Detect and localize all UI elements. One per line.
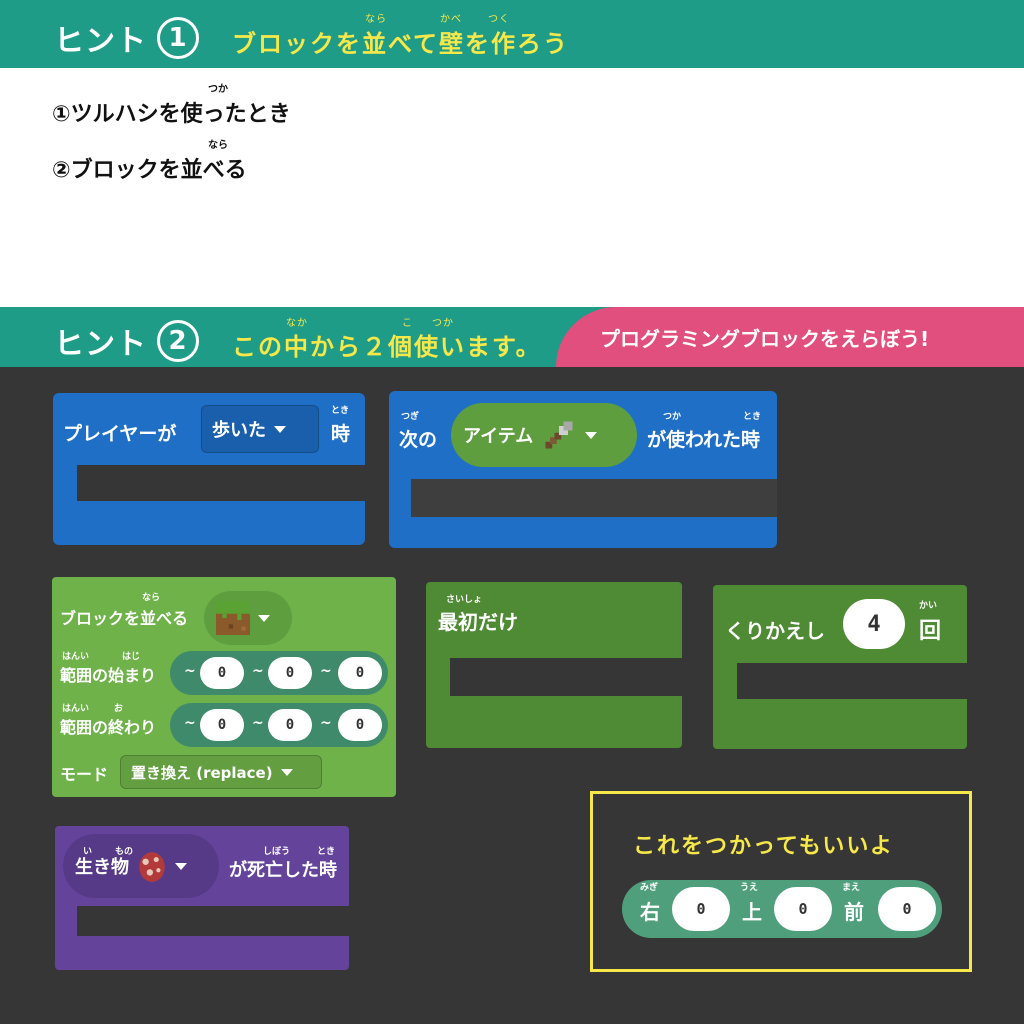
item-used-event-block[interactable]: つぎ 次の アイテム つか とき が使われた時 [389, 391, 777, 548]
shovel-icon [545, 421, 573, 449]
item-block-slot [411, 479, 777, 517]
move-right-input[interactable]: 0 [672, 887, 730, 931]
repeat-block[interactable]: くりかえし 4 かい 回 [713, 585, 967, 749]
range-end-label: 範囲の終わり [60, 718, 157, 737]
repeat-suffix: 回 [919, 619, 942, 644]
range-end-ruby-a: はんい [62, 704, 90, 714]
hint2-label: ヒント 2 [54, 319, 199, 363]
chevron-down-icon [585, 431, 598, 439]
chevron-down-icon [175, 862, 187, 870]
player-ruby-b: とき [331, 406, 350, 416]
item-ruby-a: つぎ [401, 412, 420, 422]
move-ruby-right: みぎ [640, 883, 659, 893]
mob-block-slot [77, 906, 349, 936]
range-start-z-input[interactable]: 0 [338, 657, 382, 689]
range-start-label: 範囲の始まり [60, 666, 157, 685]
move-up-input[interactable]: 0 [774, 887, 832, 931]
hint2-ruby-2: こ [402, 318, 413, 329]
move-right-label: 右 [640, 900, 660, 924]
step-1: ①ツルハシを使ったとき [52, 102, 291, 127]
move-forward-input[interactable]: 0 [878, 887, 936, 931]
range-end-x-input[interactable]: 0 [200, 709, 244, 741]
chevron-down-icon [274, 425, 286, 433]
range-start-tilde-3: ~ [320, 663, 332, 679]
place-ruby: なら [142, 593, 161, 603]
hint1-title: ブロックを並べて壁を作ろう [232, 30, 570, 58]
step1-ruby: つか [208, 84, 228, 95]
player-event-suffix: 時 [331, 423, 351, 445]
first-block-slot [450, 658, 682, 696]
hint2-title: この中から２個使います。 [232, 333, 542, 361]
move-ruby-forward: まえ [842, 883, 861, 893]
tip-box: これをつかってもいいよ [590, 791, 972, 972]
tip-title: これをつかってもいいよ [633, 834, 894, 859]
chevron-down-icon [258, 614, 270, 622]
first-ruby: さいしょ [446, 595, 483, 605]
hint1-ruby-1: なら [365, 14, 387, 25]
first-only-block[interactable]: さいしょ 最初だけ [426, 582, 682, 748]
hint2-ruby-3: つか [432, 318, 454, 329]
range-start-tilde-2: ~ [252, 663, 264, 679]
mob-died-block[interactable]: 生き物 い もの しぼう とき が死亡した時 [55, 826, 349, 970]
spawn-egg-icon [139, 852, 165, 882]
mob-ruby-b: もの [115, 847, 134, 857]
hint1-header: ヒント 1 なら かべ つく ブロックを並べて壁を作ろう [0, 0, 1024, 68]
hint1-label: ヒント 1 [54, 16, 199, 60]
range-end-z-input[interactable]: 0 [338, 709, 382, 741]
range-end-tilde-2: ~ [252, 715, 264, 731]
first-only-label: 最初だけ [438, 610, 518, 634]
player-block-slot [77, 465, 365, 501]
mob-ruby-c: しぼう [263, 847, 291, 857]
mob-ruby-d: とき [317, 847, 336, 857]
player-event-block[interactable]: プレイヤーが ある 歩いた とき 時 [53, 393, 365, 545]
place-title: ブロックを並べる [60, 609, 189, 628]
move-ruby-up: うえ [740, 883, 759, 893]
repeat-block-slot [737, 663, 967, 699]
move-vector-block[interactable]: みぎ 右 0 うえ 上 0 まえ 前 0 [622, 880, 942, 938]
block-type-dropdown[interactable] [204, 591, 292, 645]
player-action-dropdown[interactable]: 歩いた [201, 405, 319, 453]
step-2: ②ブロックを並べる [52, 158, 247, 183]
mob-ruby-a: い [83, 847, 93, 857]
item-ruby-b: つか [663, 412, 682, 422]
item-event-suffix: が使われた時 [647, 429, 761, 451]
mode-dropdown[interactable]: 置き換え (replace) [120, 755, 322, 789]
repeat-ruby: かい [919, 601, 938, 611]
repeat-count-input[interactable]: 4 [843, 599, 905, 649]
player-event-prefix: プレイヤーが [63, 423, 177, 445]
range-start-ruby-a: はんい [62, 652, 90, 662]
item-event-prefix: 次の [399, 429, 438, 451]
choose-blocks-tab: プログラミングブロックをえらぼう! [556, 307, 1024, 367]
range-end-y-input[interactable]: 0 [268, 709, 312, 741]
mode-label: モード [60, 765, 109, 784]
mob-dropdown[interactable]: 生き物 [63, 834, 219, 898]
hint1-ruby-3: つく [488, 14, 510, 25]
hint2-ruby-1: なか [286, 318, 308, 329]
hint1-ruby-2: かべ [440, 14, 462, 25]
range-end-ruby-b: お [114, 704, 124, 714]
grass-block-icon [216, 601, 250, 635]
hint1-number: 1 [157, 17, 199, 59]
place-blocks-block[interactable]: なら ブロックを並べる はんい はじ 範囲の始まり ~ 0 ~ 0 ~ 0 はん… [52, 577, 396, 797]
item-dropdown[interactable]: アイテム [451, 403, 637, 467]
move-up-label: 上 [742, 900, 762, 924]
mob-event-suffix: が死亡した時 [229, 860, 337, 881]
item-ruby-c: とき [743, 412, 762, 422]
repeat-prefix: くりかえし [725, 619, 825, 643]
range-start-y-input[interactable]: 0 [268, 657, 312, 689]
move-forward-label: 前 [844, 900, 864, 924]
range-end-tilde-1: ~ [184, 715, 196, 731]
hint2-number: 2 [157, 320, 199, 362]
range-start-x-input[interactable]: 0 [200, 657, 244, 689]
chevron-down-icon [280, 768, 293, 776]
step2-ruby: なら [208, 140, 228, 151]
range-end-tilde-3: ~ [320, 715, 332, 731]
range-start-tilde-1: ~ [184, 663, 196, 679]
range-start-ruby-b: はじ [122, 652, 141, 662]
